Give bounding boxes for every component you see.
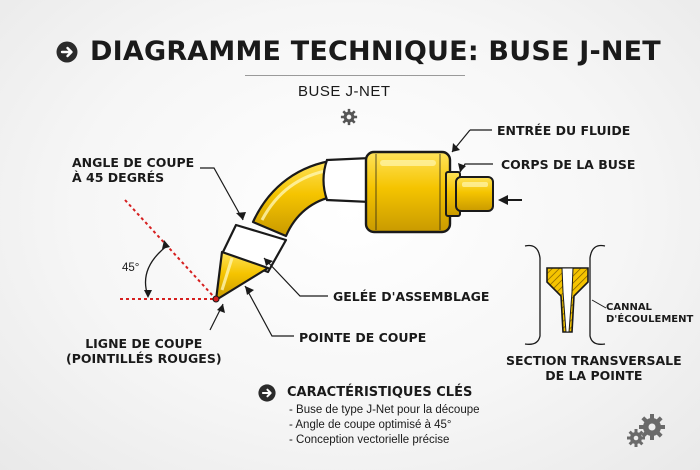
page-subtitle: BUSE J-NET [298,83,391,100]
nozzle-body-cylinder [364,150,452,234]
arrow-right-circle-icon [258,384,276,402]
arrow-right-circle-icon [56,41,78,63]
features-list: - Buse de type J-Net pour la découpe - A… [289,403,480,448]
list-item: - Buse de type J-Net pour la découpe [289,404,480,416]
cutting-tip-cone [212,250,270,303]
title-divider [245,75,465,76]
list-item: - Angle de coupe optimisé à 45° [289,419,452,431]
nozzle-collar [322,156,372,204]
label-cut-angle: ANGLE DE COUPE À 45 DEGRÉS [72,155,195,185]
gear-icon [340,108,358,126]
label-flow-channel: CANNAL D'ÉCOULEMENT [606,302,694,325]
fluid-inlet-arrow [498,195,522,205]
cut-line [120,199,215,300]
list-item: - Conception vectorielle précise [289,434,450,446]
label-fluid-inlet: ENTRÉE DU FLUIDE [497,123,631,138]
features-title: CARACTÉRISTIQUES CLÉS [287,385,473,400]
label-cut-line: LIGNE DE COUPE (POINTILLÉS ROUGES) [66,336,222,366]
page-title: DIAGRAMME TECHNIQUE: BUSE J-NET [90,36,661,67]
label-assembly-gel: GELÉE D'ASSEMBLAGE [333,289,490,304]
gears-icon [627,414,665,447]
label-cutting-tip: POINTE DE COUPE [299,330,427,345]
label-cross-section: SECTION TRANSVERSALE DE LA POINTE [506,353,682,383]
angle-arc [144,244,169,297]
label-angle-value: 45° [122,262,140,274]
cross-section-diagram [524,244,607,345]
label-nozzle-body: CORPS DE LA BUSE [501,157,636,172]
nozzle-inlet [445,171,494,217]
